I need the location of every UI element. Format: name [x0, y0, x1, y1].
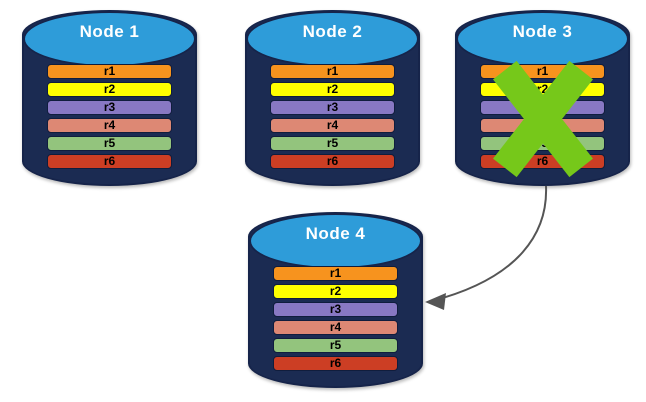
node-2-row-r1[interactable]: r1	[270, 64, 395, 79]
node-1-cylinder-cap	[23, 11, 196, 67]
connector-arrowhead-icon	[425, 293, 446, 310]
node-1-rows: r1 r2 r3 r4 r5 r6	[22, 10, 197, 186]
node-2-row-r2[interactable]: r2	[270, 82, 395, 97]
node-3-row-r1[interactable]: r1	[480, 64, 605, 79]
node-2-rows: r1 r2 r3 r4 r5 r6	[245, 10, 420, 186]
node-2-row-r5[interactable]: r5	[270, 136, 395, 151]
node-4[interactable]: Node 4 r1 r2 r3 r4 r5 r6	[248, 212, 423, 388]
node-2-cylinder-cap	[246, 11, 419, 67]
node-3-row-r4[interactable]: r4	[480, 118, 605, 133]
node-3-row-r3[interactable]: r3	[480, 100, 605, 115]
node-1[interactable]: Node 1 r1 r2 r3 r4 r5 r6	[22, 10, 197, 186]
node-2-row-r6[interactable]: r6	[270, 154, 395, 169]
node-3-row-r5[interactable]: r5	[480, 136, 605, 151]
node-4-row-r1[interactable]: r1	[273, 266, 398, 281]
node-4-rows: r1 r2 r3 r4 r5 r6	[248, 212, 423, 388]
node-1-row-r3[interactable]: r3	[47, 100, 172, 115]
node-3-rows: r1 r2 r3 r4 r5 r6	[455, 10, 630, 186]
connector-line	[431, 185, 548, 302]
node-3[interactable]: Node 3 r1 r2 r3 r4 r5 r6	[455, 10, 630, 186]
node-1-row-r2[interactable]: r2	[47, 82, 172, 97]
node-1-row-r4[interactable]: r4	[47, 118, 172, 133]
node-4-row-r4[interactable]: r4	[273, 320, 398, 335]
node-3-row-r6[interactable]: r6	[480, 154, 605, 169]
node-2-row-r3[interactable]: r3	[270, 100, 395, 115]
node-2[interactable]: Node 2 r1 r2 r3 r4 r5 r6	[245, 10, 420, 186]
node-1-row-r6[interactable]: r6	[47, 154, 172, 169]
node-4-row-r3[interactable]: r3	[273, 302, 398, 317]
node-2-row-r4[interactable]: r4	[270, 118, 395, 133]
node-4-row-r5[interactable]: r5	[273, 338, 398, 353]
node-4-row-r6[interactable]: r6	[273, 356, 398, 371]
node-4-row-r2[interactable]: r2	[273, 284, 398, 299]
node-3-row-r2[interactable]: r2	[480, 82, 605, 97]
node-1-row-r5[interactable]: r5	[47, 136, 172, 151]
node-1-row-r1[interactable]: r1	[47, 64, 172, 79]
